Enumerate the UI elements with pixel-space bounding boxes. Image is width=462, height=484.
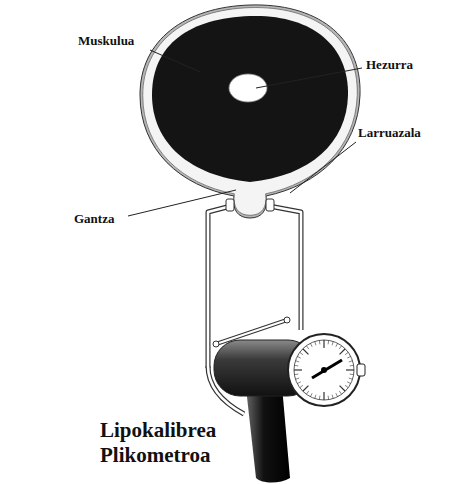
dial-tick (347, 356, 351, 358)
dial-tick (300, 352, 303, 354)
dial-tick (339, 346, 341, 349)
dial-tick (319, 396, 321, 400)
dial-tick (349, 378, 353, 379)
dial-tick (332, 341, 333, 345)
dial-face (294, 340, 354, 400)
dial-tick (350, 365, 354, 367)
dial-tick (345, 385, 348, 387)
dial-tick (323, 340, 324, 348)
dial-tick (345, 352, 348, 354)
bone (229, 74, 267, 102)
dial-tick (350, 374, 354, 376)
device-name: Lipokalibrea Plikometroa (100, 418, 216, 468)
dial-tick (328, 340, 330, 344)
part-label: Gantza (74, 212, 114, 227)
dial-tick (328, 396, 330, 400)
leader-line (290, 142, 356, 193)
dial-tick (306, 391, 308, 394)
caliper-jaw (226, 199, 234, 211)
spring-pin (213, 341, 219, 347)
dial-tick (349, 361, 353, 362)
dial-tick (332, 395, 333, 399)
dial-tick (297, 382, 301, 384)
spring-pin (284, 317, 290, 323)
muscle (152, 16, 348, 182)
dial-tick (336, 343, 338, 347)
dial-tick (300, 385, 303, 387)
dial-tick (294, 365, 298, 367)
dial-tick (294, 369, 302, 370)
leader-line (256, 68, 362, 88)
dial-center (321, 367, 327, 373)
dial-tick (315, 341, 316, 345)
dial-tick (294, 374, 298, 376)
dial-needle (312, 360, 342, 378)
dial-ticks (294, 340, 354, 400)
dial-tick (339, 391, 341, 394)
dial-tick (310, 343, 312, 347)
leader-line (150, 50, 200, 72)
part-label: Muskulua (78, 34, 134, 49)
dial-tick (295, 361, 299, 362)
dial-tick (306, 346, 308, 349)
dial-tick (315, 395, 316, 399)
caliper-handle (246, 386, 290, 483)
dial-tick (347, 382, 351, 384)
leader-line (128, 190, 236, 216)
dial-tick (295, 378, 299, 379)
dial-tick (340, 349, 346, 355)
dial-tick (297, 356, 301, 358)
dial-tick (346, 369, 354, 370)
fat-layer (143, 8, 358, 216)
dial-tick (319, 340, 321, 344)
dial-knob (357, 364, 365, 376)
dial-tick (336, 393, 338, 397)
dial-tick (310, 393, 312, 397)
dial-tick (323, 392, 324, 400)
dial-tick (340, 386, 346, 392)
dial-tick (303, 349, 309, 355)
dial-tick (303, 386, 309, 392)
skin-layer (140, 5, 360, 218)
dial-face (288, 334, 360, 406)
part-label: Hezurra (366, 58, 413, 73)
caliper-jaw (266, 199, 274, 211)
part-label: Larruazala (358, 126, 421, 141)
